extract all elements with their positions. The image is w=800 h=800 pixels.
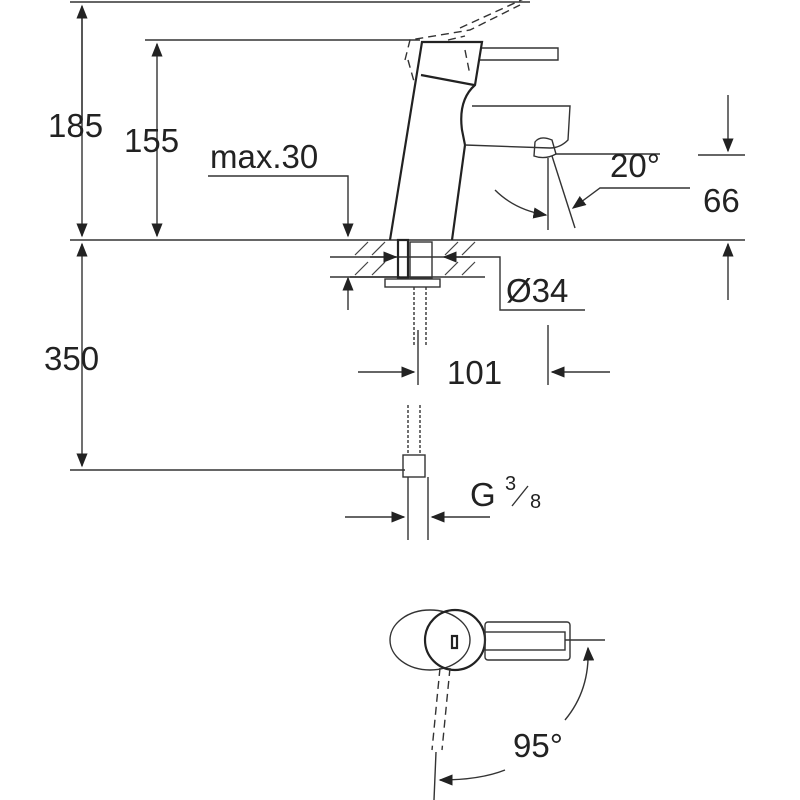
spout-outlet-height-label: 66 [703, 182, 740, 219]
faucet-side-view [388, 0, 571, 241]
total-height-label: 185 [48, 107, 103, 144]
hose-length-label: 350 [44, 340, 99, 377]
thread-denominator: 8 [530, 491, 541, 513]
lever-rotation-label: 95° [513, 727, 563, 764]
max-deck-thickness-label: max.30 [210, 138, 318, 175]
thread-letter: G [470, 476, 496, 513]
spout-reach-label: 101 [447, 354, 502, 391]
reference-lines [70, 1, 745, 471]
spout-angle-dimension [494, 95, 745, 300]
faucet-top-view [389, 608, 605, 800]
spout-height-label: 155 [124, 122, 179, 159]
hole-diameter-label: Ø34 [506, 272, 568, 309]
supply-hose [345, 405, 490, 540]
thread-numerator: 3 [505, 473, 516, 495]
spout-angle-label: 20° [610, 147, 660, 184]
height-dimension-lines [76, 4, 163, 468]
deck-section [330, 238, 585, 345]
